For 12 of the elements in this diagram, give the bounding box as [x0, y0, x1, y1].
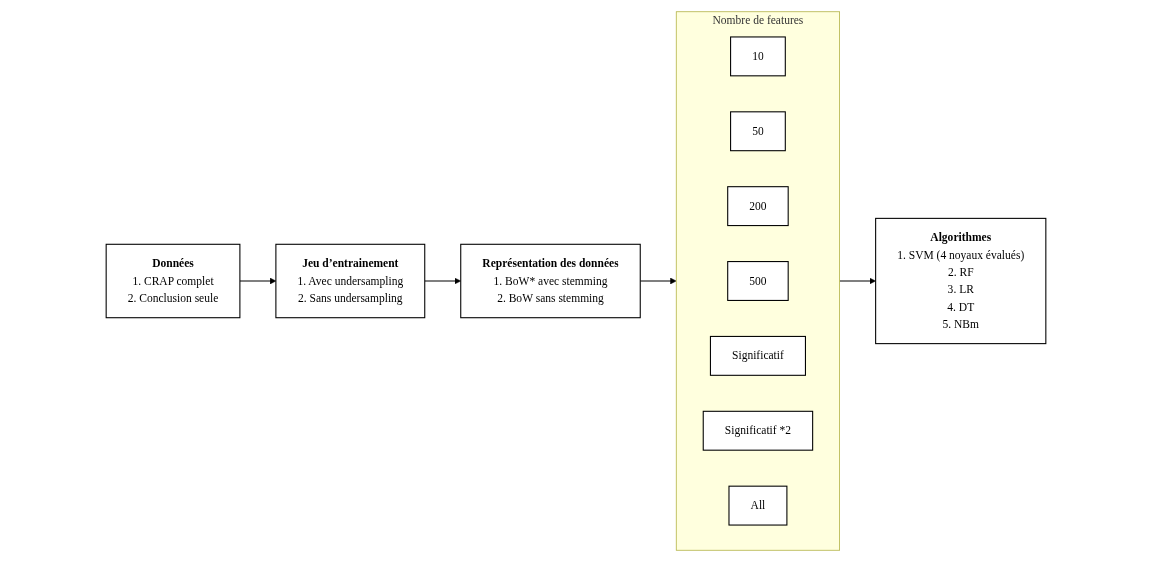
node-box: 10: [730, 36, 786, 77]
node-box: All: [728, 485, 788, 526]
node-box: Représentation des données 1. BoW* avec stemming 2. BoW sans stemming: [460, 243, 641, 319]
node-box: 50: [730, 111, 786, 152]
node-box: Significatif *2: [702, 410, 814, 451]
node-box: Données 1. CRAP complet 2. Conclusion seule: [105, 243, 241, 319]
node-box: 200: [727, 186, 789, 227]
node-box: Algorithmes 1. SVM (4 noyaux évalués) 2. RF 3. LR 4. DT 5. NBm: [875, 217, 1047, 345]
node-box: 500: [727, 261, 789, 301]
node-box: Significatif: [709, 335, 806, 376]
node-box: Jeu d’entrainement 1. Avec undersampling 2. Sans undersampling: [275, 243, 426, 319]
arrow: [839, 277, 876, 285]
